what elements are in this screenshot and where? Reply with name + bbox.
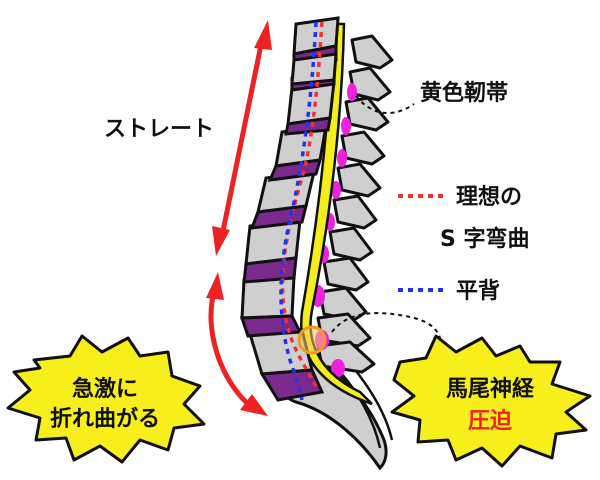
spinous-processes bbox=[316, 34, 394, 374]
ligament-leader-line bbox=[355, 95, 415, 115]
nerve-leader-line bbox=[331, 312, 441, 339]
spinous-process bbox=[328, 226, 374, 262]
spinous-process bbox=[336, 162, 382, 198]
nerve-callout-burst: 馬尾神経 圧迫 bbox=[390, 334, 592, 468]
spinous-process bbox=[340, 130, 386, 166]
spinous-process bbox=[350, 34, 394, 70]
compression-highlight bbox=[297, 325, 327, 355]
straight-arrow bbox=[212, 20, 272, 256]
ideal-legend-label-line2: S 字弯曲 bbox=[440, 226, 530, 252]
ideal-legend-label-line1: 理想の bbox=[456, 185, 522, 210]
ligament-bump bbox=[347, 83, 357, 101]
spinous-process bbox=[318, 286, 368, 322]
straight-label: ストレート bbox=[104, 117, 214, 142]
spinous-process bbox=[344, 96, 390, 132]
burst-shape bbox=[390, 334, 592, 468]
spinous-process bbox=[332, 194, 378, 230]
vertebra bbox=[290, 52, 338, 86]
disc bbox=[239, 314, 303, 338]
sacrum-ridge bbox=[339, 371, 382, 449]
burst-right-line1: 馬尾神経 bbox=[446, 376, 535, 402]
ligament-bump bbox=[331, 181, 341, 199]
spinous-process bbox=[322, 256, 370, 292]
burst-left-line1: 急激に bbox=[72, 376, 138, 402]
flat-back-line bbox=[279, 21, 318, 401]
bend-arrow bbox=[206, 272, 268, 416]
spinal-canal bbox=[299, 22, 373, 406]
ligament-bump bbox=[341, 117, 351, 135]
burst-right-line2: 圧迫 bbox=[468, 408, 513, 434]
ligament-bump bbox=[331, 359, 345, 377]
ligament-label: 黄色靭帯 bbox=[420, 80, 508, 106]
burst-left-line2: 折れ曲がる bbox=[50, 406, 160, 432]
bend-callout-burst: 急激に 折れ曲がる bbox=[6, 334, 206, 464]
ligament-bump bbox=[337, 149, 347, 167]
burst-shape bbox=[6, 334, 206, 464]
flat-legend-label: 平背 bbox=[456, 279, 500, 304]
